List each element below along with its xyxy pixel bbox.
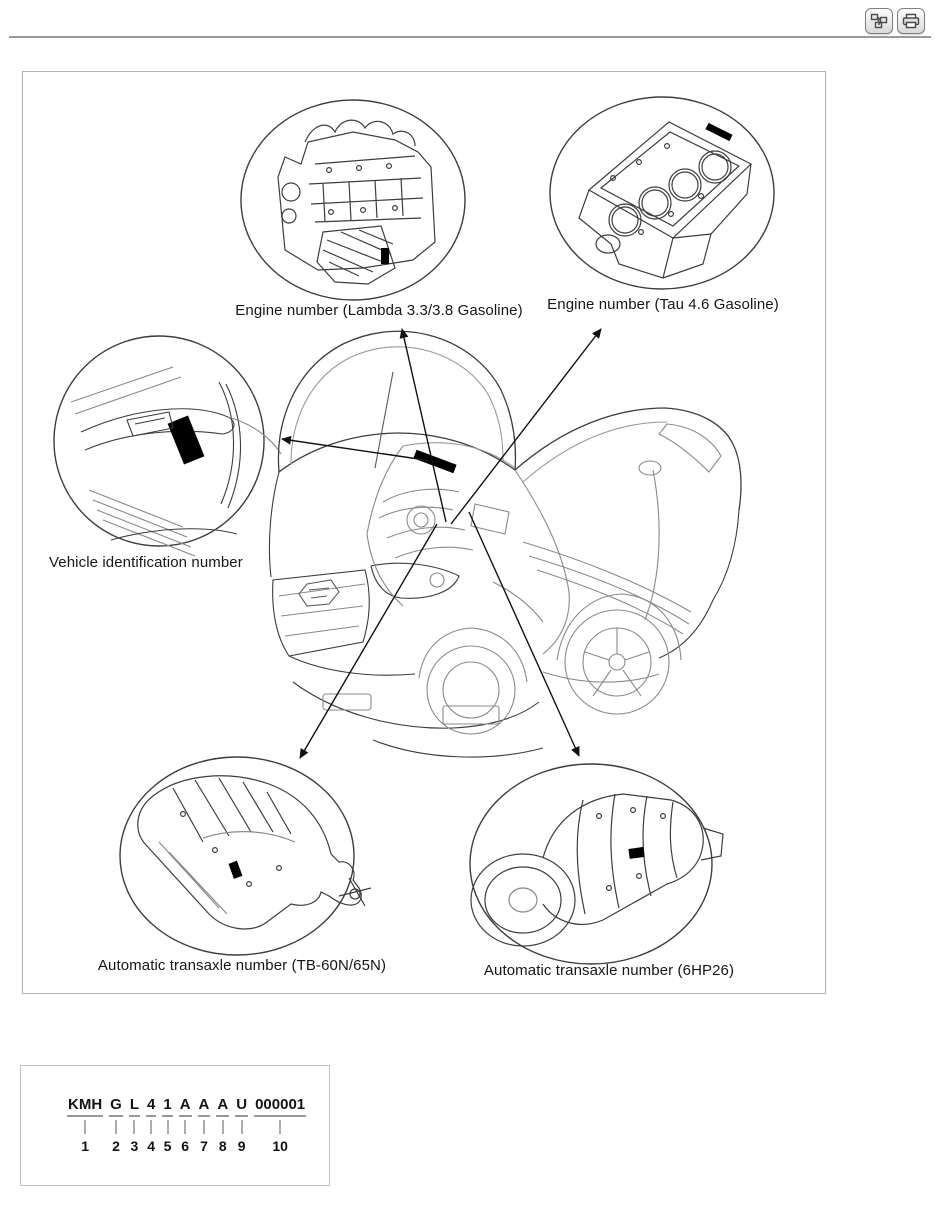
vin-tick [150, 1120, 153, 1134]
sitemap-button[interactable] [865, 8, 893, 34]
vin-group-chars: 000001 [254, 1096, 307, 1117]
vin-group-chars: G [109, 1096, 123, 1117]
leader-arrows [281, 328, 602, 759]
arrow-to-tb-circle [299, 523, 438, 759]
vin-group: A 6 [178, 1096, 192, 1154]
sitemap-icon [870, 13, 888, 29]
vin-group-chars: L [128, 1096, 141, 1117]
transaxle-6hp-label: Automatic transaxle number (6HP26) [483, 962, 735, 979]
vin-location-drawing [53, 335, 282, 557]
arrow-to-vin-circle [281, 435, 440, 463]
toolbar-divider [9, 36, 931, 38]
vin-tick [166, 1120, 169, 1134]
vin-group: KMH 1 [67, 1096, 104, 1154]
vin-group-number: 1 [81, 1138, 89, 1154]
sixhp-transaxle-drawing [469, 763, 724, 965]
vin-group-number: 7 [200, 1138, 208, 1154]
vin-group-chars: A [197, 1096, 211, 1117]
lambda-engine-drawing [240, 99, 466, 301]
vin-label: Vehicle identification number [49, 554, 243, 571]
arrow-to-tau-label [450, 328, 602, 525]
engine-tau-label: Engine number (Tau 4.6 Gasoline) [547, 296, 779, 313]
vin-code-row: KMH 1 G 2 L 3 4 4 1 5 A 6 [67, 1096, 307, 1154]
vin-group-chars: 4 [146, 1096, 157, 1117]
vin-decode-panel: KMH 1 G 2 L 3 4 4 1 5 A 6 [20, 1065, 330, 1186]
vin-group-number: 4 [147, 1138, 156, 1154]
vin-tick [133, 1120, 136, 1134]
vin-group: 000001 10 [254, 1096, 307, 1154]
engine-lambda-label: Engine number (Lambda 3.3/3.8 Gasoline) [235, 302, 523, 319]
print-button[interactable] [897, 8, 925, 34]
vin-group-chars: A [178, 1096, 192, 1117]
vin-tick [202, 1120, 205, 1134]
vin-group-chars: U [235, 1096, 249, 1117]
arrow-to-lambda-label [399, 328, 447, 523]
vin-tick [115, 1120, 117, 1134]
vin-group-number: 9 [237, 1138, 246, 1154]
vin-tick [279, 1120, 282, 1134]
vin-group: U 9 [235, 1096, 249, 1154]
vin-group: G 2 [109, 1096, 123, 1154]
tb-transaxle-drawing [119, 756, 372, 956]
vin-group-number: 3 [130, 1138, 139, 1154]
car-drawing [268, 330, 742, 758]
vin-tick [84, 1120, 87, 1134]
arrow-to-sixhp-circle [468, 511, 580, 757]
vin-group-number: 6 [181, 1138, 190, 1154]
vin-group-chars: 1 [162, 1096, 173, 1117]
diagram-line-art [53, 96, 775, 965]
vin-group-number: 10 [272, 1138, 288, 1154]
vin-group: 4 4 [146, 1096, 157, 1154]
tau-engine-drawing [549, 96, 775, 290]
transaxle-tb-label: Automatic transaxle number (TB-60N/65N) [97, 957, 387, 974]
vin-group: A 7 [197, 1096, 211, 1154]
toolbar [865, 8, 925, 34]
vin-group-number: 2 [112, 1138, 120, 1154]
printer-icon [902, 13, 920, 29]
vin-group-chars: A [216, 1096, 230, 1117]
vin-tick [240, 1120, 243, 1134]
identification-diagram: Engine number (Lambda 3.3/3.8 Gasoline) … [22, 71, 826, 994]
vin-tick [184, 1120, 187, 1134]
vin-group: 1 5 [162, 1096, 173, 1154]
vin-group-number: 5 [163, 1138, 172, 1154]
vin-group-number: 8 [218, 1138, 227, 1154]
vin-tick [221, 1120, 224, 1134]
vin-group-chars: KMH [67, 1096, 104, 1117]
vin-group: L 3 [128, 1096, 141, 1154]
vin-group: A 8 [216, 1096, 230, 1154]
